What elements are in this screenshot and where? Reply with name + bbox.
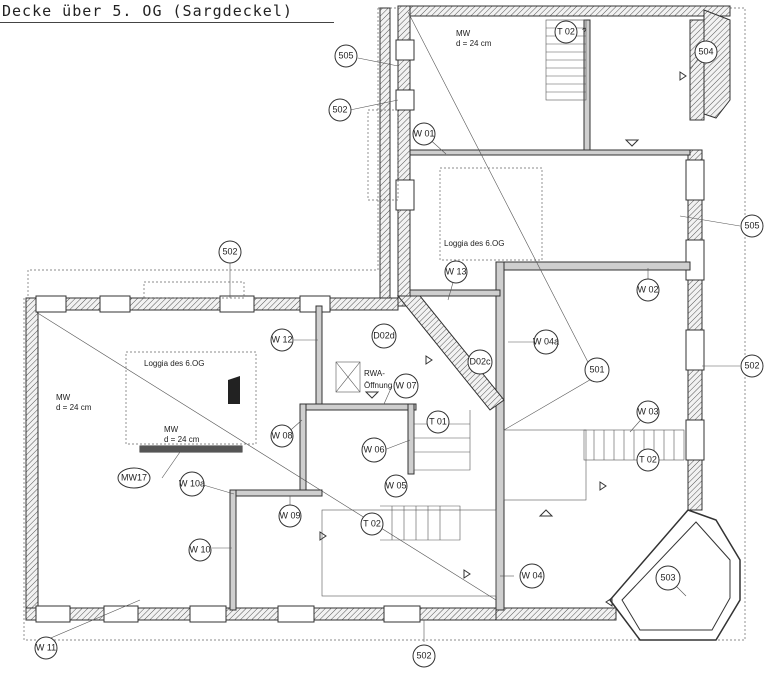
tag-w05: W 05 [384,474,408,498]
tag-502-right: 502 [740,354,764,378]
tag-d02d: D02d [371,323,397,349]
mw-label-left: MW [56,393,71,402]
tag-503: 503 [655,565,681,591]
leader-lines [45,55,741,642]
loggia-label-left: Loggia des 6.OG [144,359,204,368]
interior-walls [139,19,691,611]
tag-w04a: W 04a [533,329,559,355]
svg-text:W 13: W 13 [445,266,466,276]
svg-text:MW17: MW17 [121,472,147,482]
tag-w08: W 08 [270,424,294,448]
tag-w10: W 10 [188,538,212,562]
svg-text:T 02: T 02 [639,454,657,464]
svg-text:T 01: T 01 [429,416,447,426]
svg-text:W 04: W 04 [521,570,542,580]
tag-502-upper: 502 [328,98,352,122]
thickness-label-top: d = 24 cm [456,39,492,48]
title-underline [0,22,334,23]
question-mark: ? [582,27,587,36]
tag-t02-right: T 02 [636,448,660,472]
svg-text:W 07: W 07 [395,380,416,390]
drawing-title: Decke über 5. OG (Sargdeckel) [2,2,293,20]
mw17-beam [140,446,242,452]
stairs [380,19,685,541]
tag-t02-mid: T 02 [360,512,384,536]
thickness-label-left: d = 24 cm [56,403,92,412]
tag-w03: W 03 [636,400,660,424]
markers [319,71,687,607]
tag-504: 504 [694,40,718,64]
svg-text:503: 503 [660,572,675,582]
tag-w09: W 09 [278,504,302,528]
mw-label-top: MW [456,29,471,38]
svg-text:502: 502 [222,246,237,256]
outer-walls [25,5,741,641]
rwa-label: RWA- [364,369,385,378]
svg-text:W 12: W 12 [271,334,292,344]
tag-w07: W 07 [393,373,419,399]
tag-w02: W 02 [636,278,660,302]
svg-text:W 10: W 10 [189,544,210,554]
tag-w13: W 13 [444,260,468,284]
svg-text:W 01: W 01 [413,128,434,138]
thickness-label-mid: d = 24 cm [164,435,200,444]
tag-505-top: 505 [334,44,358,68]
svg-text:502: 502 [332,104,347,114]
tag-w04: W 04 [519,563,545,589]
tag-502-left: 502 [218,240,242,264]
svg-text:W 11: W 11 [36,642,56,652]
room-outlines [125,109,587,597]
svg-text:T 02: T 02 [557,26,575,36]
svg-text:W 05: W 05 [385,480,406,490]
window-marks [35,39,705,623]
mw-label-mid: MW [164,425,179,434]
svg-text:D02c: D02c [469,356,491,366]
loggia-label-top: Loggia des 6.OG [444,239,504,248]
tag-501: 501 [584,357,610,383]
tag-mw17: MW17 [117,467,151,489]
tags: 505 502 504 505 502 502 502 501 503 W 01… [34,20,764,668]
room-labels: MW d = 24 cm MW d = 24 cm MW d = 24 cm L… [56,27,587,444]
diagonals [35,11,601,601]
tag-w10a: W 10a [179,471,205,497]
tag-w11: W 11 [34,636,58,660]
tag-w01: W 01 [412,122,436,146]
tag-w12: W 12 [270,328,294,352]
svg-text:502: 502 [416,650,431,660]
tag-w06: W 06 [361,437,387,463]
tag-505-right: 505 [740,214,764,238]
svg-text:D02d: D02d [373,330,395,340]
tag-t01: T 01 [426,410,450,434]
svg-text:505: 505 [744,220,759,230]
svg-text:505: 505 [338,50,353,60]
svg-text:504: 504 [698,46,713,56]
tag-t02-top: T 02 [554,20,578,44]
svg-text:W 03: W 03 [637,406,658,416]
svg-text:W 10a: W 10a [179,478,205,488]
tag-d02c: D02c [467,349,493,375]
svg-text:502: 502 [744,360,759,370]
rwa-label-2: Öffnung [364,381,392,390]
svg-text:T 02: T 02 [363,518,381,528]
svg-text:W 08: W 08 [271,430,292,440]
svg-text:501: 501 [589,364,604,374]
svg-text:W 09: W 09 [279,510,300,520]
svg-text:W 02: W 02 [637,284,658,294]
svg-text:W 04a: W 04a [533,336,559,346]
tag-502-bottom: 502 [412,644,436,668]
svg-text:W 06: W 06 [363,444,384,454]
